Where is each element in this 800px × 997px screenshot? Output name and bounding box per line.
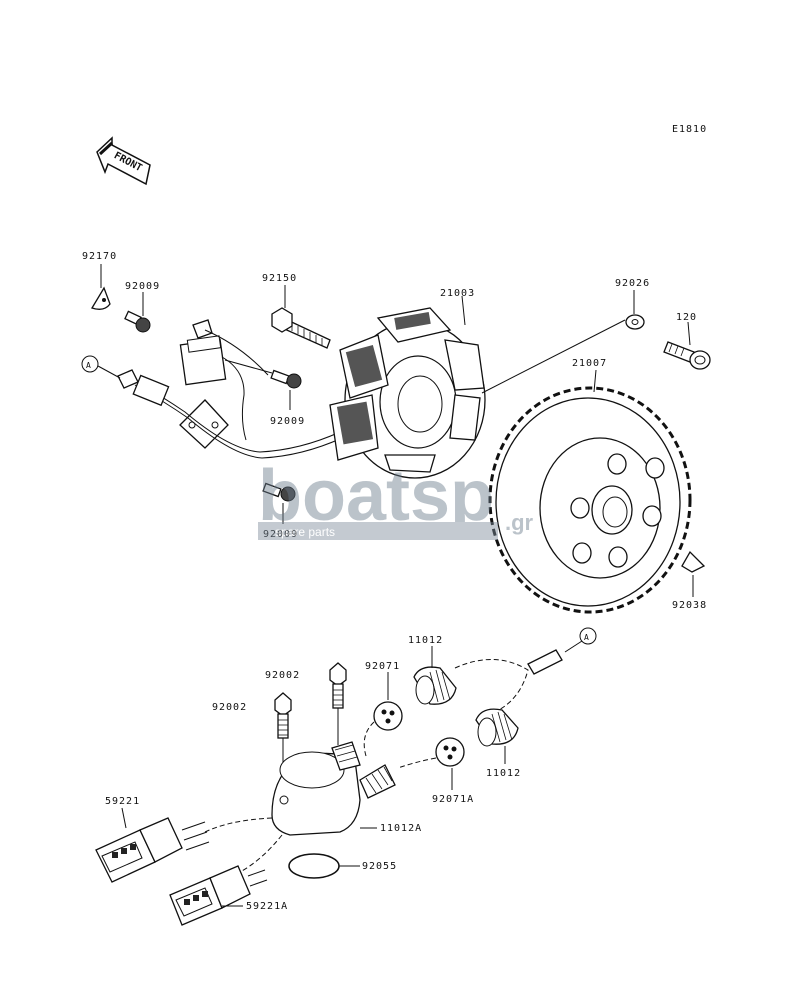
watermark: boatsp .gr spare parts	[258, 456, 534, 540]
label-59221: 59221	[105, 796, 140, 807]
label-92038: 92038	[672, 600, 707, 611]
label-92009-b: 92009	[270, 416, 305, 427]
diagram-code: E1810	[672, 124, 707, 135]
pickup-coil-harness	[97, 319, 343, 459]
label-11012-a: 11012	[408, 635, 443, 646]
stator-21003	[329, 295, 486, 479]
cap-11012-lower	[475, 708, 519, 764]
bolt-92150	[271, 285, 331, 349]
clip-92170	[91, 264, 111, 310]
label-92002-b: 92002	[212, 702, 247, 713]
connector-59221A	[169, 865, 268, 926]
label-11012-b: 11012	[486, 768, 521, 779]
connector-59221	[95, 807, 210, 883]
bolt-120	[663, 321, 711, 370]
label-92170: 92170	[82, 251, 117, 262]
flywheel-21007	[488, 369, 692, 614]
connector-92071	[363, 672, 403, 757]
screw-92009-lower	[262, 482, 296, 524]
screw-92009-mid	[224, 359, 302, 410]
label-59221A: 59221A	[246, 901, 288, 912]
connector-92071A	[397, 737, 465, 790]
label-92071: 92071	[365, 661, 400, 672]
watermark-tagline: spare parts	[275, 525, 335, 539]
label-11012A: 11012A	[380, 823, 422, 834]
wire-connector-tube	[454, 649, 563, 713]
housing-11012A	[204, 741, 396, 873]
ref-marker-left: A	[86, 361, 92, 370]
washer-92026	[481, 290, 645, 394]
ref-marker-right: A	[584, 633, 590, 642]
key-92038	[681, 550, 706, 597]
label-92009-a: 92009	[125, 281, 160, 292]
label-21007: 21007	[572, 358, 607, 369]
front-arrow-icon: FRONT	[96, 136, 151, 186]
watermark-brand: boatsp	[258, 456, 494, 536]
label-120: 120	[676, 312, 697, 323]
label-92071A: 92071A	[432, 794, 474, 805]
label-21003: 21003	[440, 288, 475, 299]
watermark-domain: .gr	[505, 510, 534, 535]
label-92026: 92026	[615, 278, 650, 289]
screw-92009-top	[124, 292, 151, 333]
o-ring-92055	[288, 853, 360, 879]
bolt-92002-right	[329, 662, 347, 745]
label-92009-c: 92009	[263, 529, 298, 540]
label-92055: 92055	[362, 861, 397, 872]
cap-11012-top	[413, 646, 457, 705]
label-92002-a: 92002	[265, 670, 300, 681]
label-92150: 92150	[262, 273, 297, 284]
